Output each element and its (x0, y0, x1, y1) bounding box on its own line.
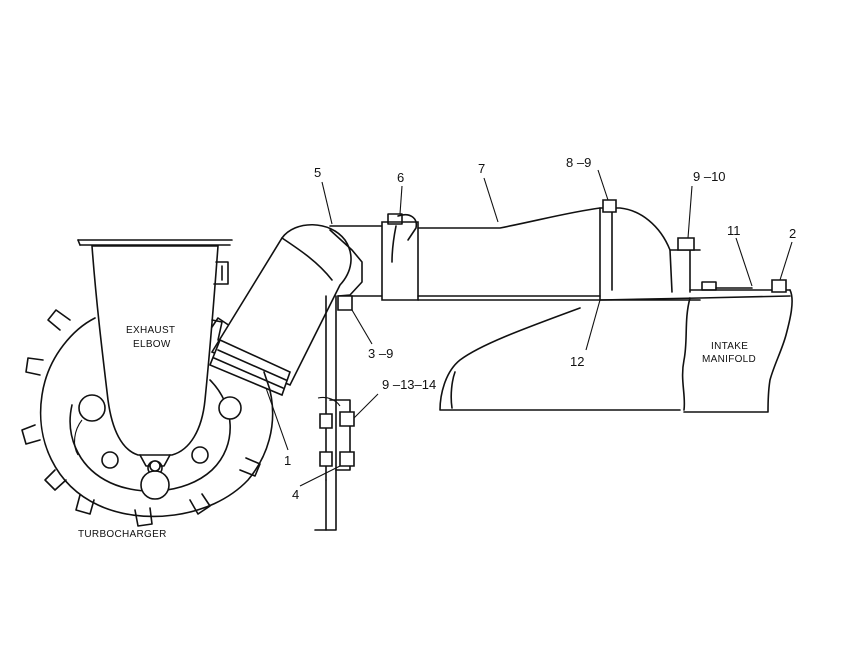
callout-12: 12 (570, 354, 584, 369)
callout-5: 5 (314, 165, 321, 180)
callout-2: 2 (789, 226, 796, 241)
callout-7: 7 (478, 161, 485, 176)
callout-3-9: 3 –9 (368, 346, 393, 361)
callout-1: 1 (284, 453, 291, 468)
callout-11: 11 (727, 223, 741, 238)
tube-elbow (210, 223, 363, 387)
callout-9-13-14: 9 –13–14 (382, 377, 436, 392)
intake-manifold (681, 279, 793, 413)
callouts: 5 6 7 8 –9 9 –10 11 2 3 –9 12 9 –13–14 1… (284, 155, 796, 502)
turbocharger-label: TURBOCHARGER (78, 529, 167, 540)
turbocharger-assembly (21, 309, 274, 527)
callout-9-10: 9 –10 (693, 169, 726, 184)
exhaust-elbow-label-line1: EXHAUST (126, 325, 175, 336)
callout-6: 6 (397, 170, 404, 185)
callout-4: 4 (292, 487, 299, 502)
hose-clamp (208, 338, 291, 397)
support-housing (417, 295, 791, 411)
crossover-pipe (329, 199, 701, 301)
exhaust-elbow-label-line2: ELBOW (133, 339, 171, 350)
leader-lines (265, 169, 793, 487)
exhaust-elbow (77, 239, 233, 472)
intake-manifold-label-line1: INTAKE (711, 341, 748, 352)
component-labels: EXHAUST ELBOW INTAKE MANIFOLD TURBOCHARG… (78, 325, 756, 540)
callout-8-9: 8 –9 (566, 155, 591, 170)
intake-manifold-label-line2: MANIFOLD (702, 354, 756, 365)
bracket (314, 295, 355, 531)
